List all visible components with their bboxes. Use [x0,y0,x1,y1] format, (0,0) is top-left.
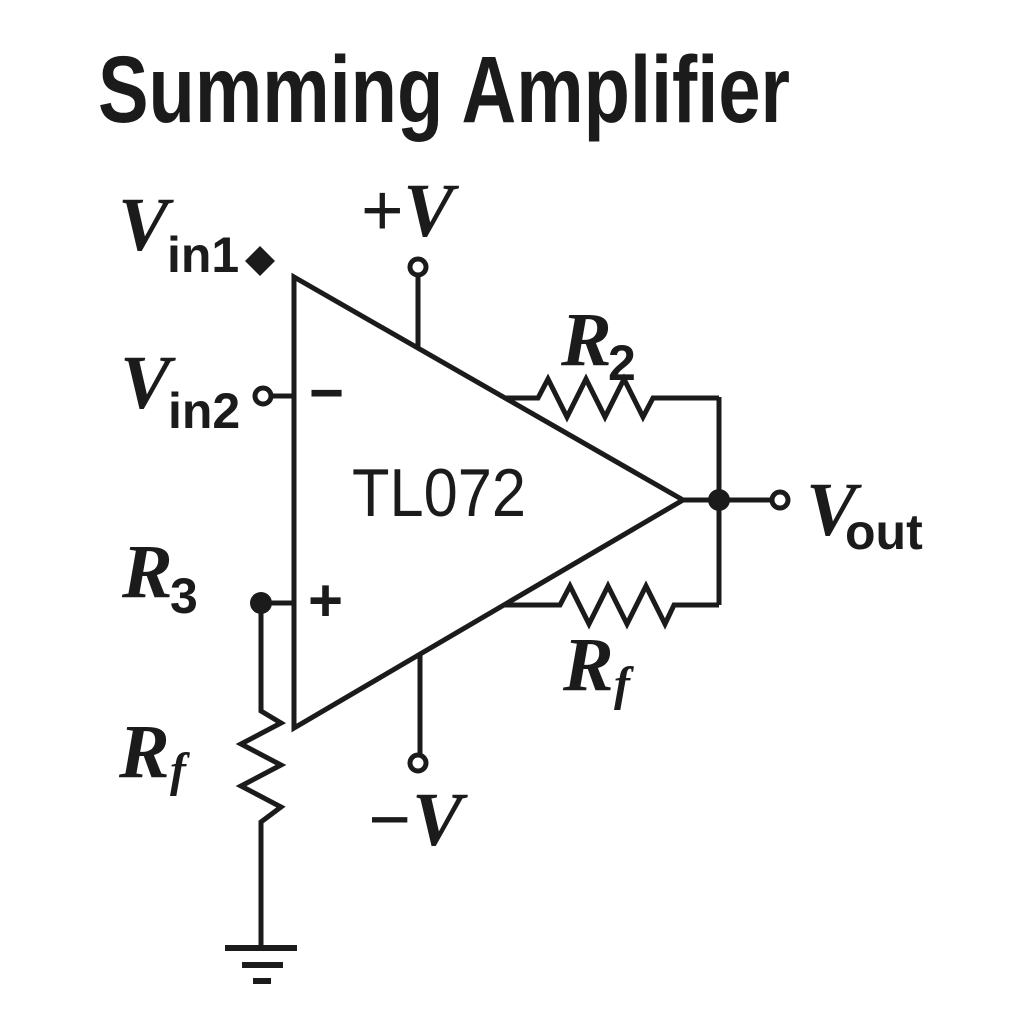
vin1-label-sub: in1 [167,227,239,283]
output-junction-dot [708,489,730,511]
resistor-rf-feedback [504,580,719,630]
resistor-rf-to-ground [235,603,287,945]
vout-label-sub: out [845,504,923,560]
op-amp-triangle [291,272,688,733]
vout-terminal [769,489,791,511]
op-amp-part-label: TL072 [352,455,526,531]
rf-input-label: R f [118,710,190,797]
inverting-input-symbol: − [309,359,344,426]
r2-label-main: R [560,298,612,382]
r3-label-sub: 3 [170,568,198,624]
vin1-label: V in1 [118,183,239,283]
rf-input-label-main: R [118,710,170,794]
input-junction-dot [250,592,272,614]
pos-supply-label: +V [360,169,459,253]
vout-label: V out [806,468,923,560]
neg-supply-terminal [407,752,429,774]
r2-label-sub: 2 [608,335,636,391]
vin2-label: V in2 [120,341,240,439]
rf-feedback-label: R f [562,623,634,711]
rf-feedback-label-sub: f [614,658,634,711]
vin2-label-main: V [120,341,176,425]
r3-label-main: R [121,530,173,614]
resistor-r2 [505,373,719,423]
r3-label: R 3 [121,530,198,624]
pos-supply-terminal [407,256,429,278]
neg-supply-label: −V [366,778,468,862]
vout-label-main: V [806,468,862,552]
vin2-terminal [252,385,274,407]
ground-symbol [225,945,297,984]
rf-input-label-sub: f [170,744,190,797]
vin2-label-sub: in2 [168,383,240,439]
r2-label: R 2 [560,298,636,391]
vin1-terminal-diamond [245,246,275,276]
page-title: Summing Amplifier [98,37,790,143]
non-inverting-input-symbol: + [308,567,343,634]
rf-feedback-label-main: R [562,623,614,707]
vin1-label-main: V [118,183,174,267]
